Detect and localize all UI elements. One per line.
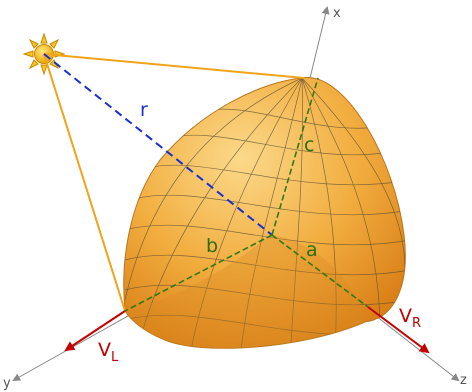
velocity-left-label: VL <box>98 339 119 365</box>
y-axis-label: y <box>3 376 11 391</box>
distance-line <box>43 53 273 236</box>
semi-axis-c-line <box>271 77 319 236</box>
tangent-line-lower <box>43 53 126 312</box>
x-axis-label: x <box>333 6 341 21</box>
velocity-left-sub: L <box>111 350 119 365</box>
ellipsoid-gridlines <box>124 77 406 349</box>
semi-axis-a-label: a <box>306 239 318 261</box>
semi-axis-c-label: c <box>304 134 314 156</box>
z-axis-label: z <box>460 373 467 388</box>
semi-axis-b-label: b <box>206 235 218 257</box>
velocity-left-main: V <box>98 339 111 361</box>
velocity-right-sub: R <box>412 316 421 331</box>
semi-axis-a-line <box>271 234 369 308</box>
velocity-right-main: V <box>399 305 412 327</box>
distance-label: r <box>140 99 148 121</box>
velocity-right-label: VR <box>399 305 421 331</box>
semi-axis-b-line <box>124 234 273 312</box>
velocity-right-arrow <box>367 306 430 354</box>
velocity-left-arrow <box>64 310 126 352</box>
tangent-line-upper <box>43 53 305 79</box>
ellipsoid <box>123 77 406 349</box>
